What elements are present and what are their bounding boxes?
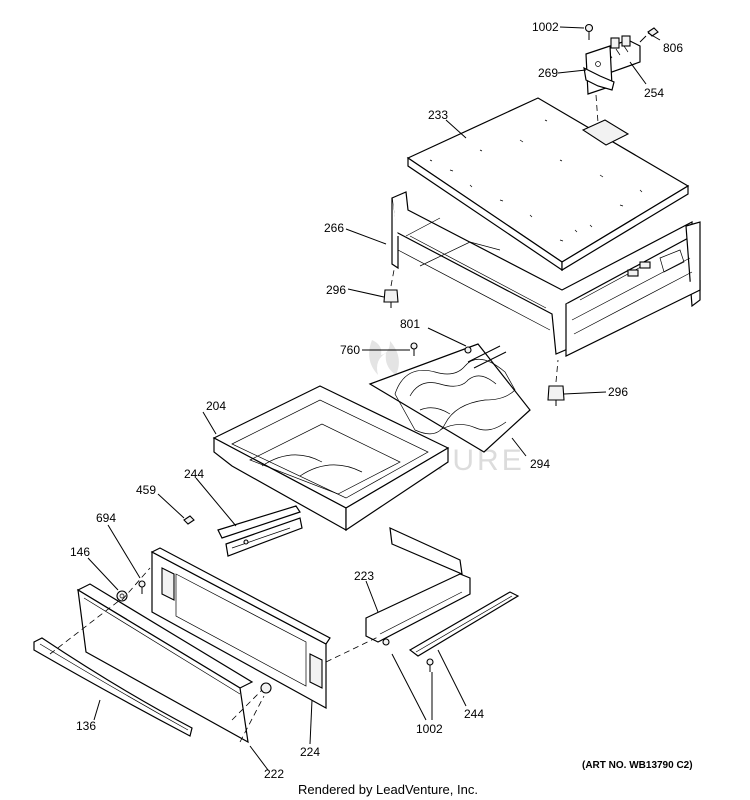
screw-1002-top [584,23,594,40]
foot-296-left [383,269,399,308]
drawer-pan-204 [212,385,450,532]
callout-296-left: 296 [326,283,346,297]
callout-1002-top: 1002 [532,20,559,34]
callout-223: 223 [354,569,374,583]
callout-146: 146 [70,545,90,559]
drawer-handle-136 [33,637,193,737]
callout-136: 136 [76,719,96,733]
callout-244-upper: 244 [184,467,204,481]
slide-rail-244-lower [408,591,520,657]
callout-269: 269 [538,66,558,80]
screw-694 [138,580,146,594]
screw-459 [183,515,195,525]
callout-204: 204 [206,399,226,413]
callout-296-right: 296 [608,385,628,399]
side-frame-223 [365,527,471,646]
bushing-146 [116,590,128,602]
callout-254: 254 [644,86,664,100]
drawer-housing-266 [391,191,701,357]
callout-294: 294 [530,457,550,471]
screw-1002-bottom [426,658,434,672]
callout-801: 801 [400,317,420,331]
bracket-269 [583,45,615,95]
footer-credit: Rendered by LeadVenture, Inc. [298,782,478,797]
heating-element-294 [368,342,531,453]
inner-front-panel-224 [150,547,331,710]
callout-244-lower: 244 [464,707,484,721]
callout-806: 806 [663,41,683,55]
callout-1002-bottom: 1002 [416,722,443,736]
callout-459: 459 [136,483,156,497]
art-number: (ART NO. WB13790 C2) [582,760,693,771]
callout-labels: 1002 806 269 254 233 266 296 801 760 296… [70,20,683,781]
bushing-right [260,682,272,694]
callout-224: 224 [300,745,320,759]
callout-222: 222 [264,767,284,781]
callout-694: 694 [96,511,116,525]
foot-296-right [547,359,565,406]
callout-233: 233 [428,108,448,122]
outer-front-panel-222 [76,583,254,744]
callout-760: 760 [340,343,360,357]
screw-806 [639,27,659,43]
slide-rail-244-upper [217,505,303,557]
callout-266: 266 [324,221,344,235]
top-cover-233 [406,97,690,272]
leader-lines [87,26,661,771]
